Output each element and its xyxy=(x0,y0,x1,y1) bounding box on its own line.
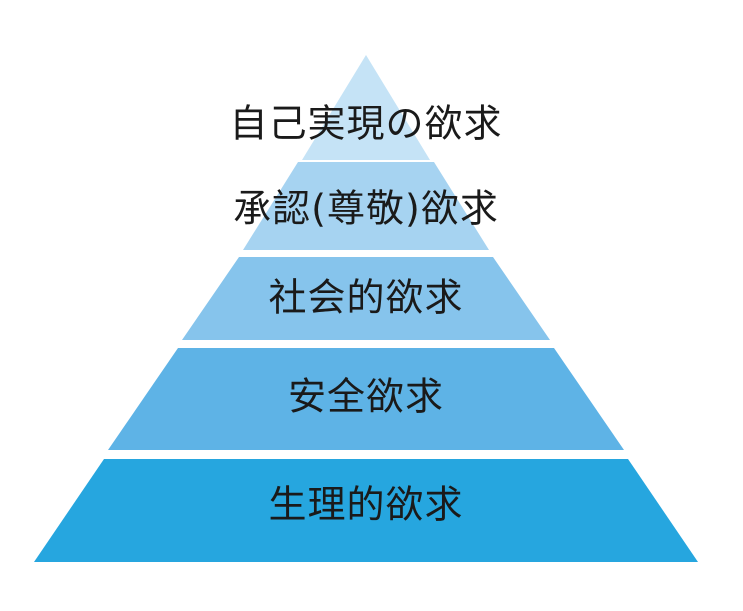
tier-shape xyxy=(108,348,624,450)
tier-label: 生理的欲求 xyxy=(268,483,463,527)
tier-label: 安全欲求 xyxy=(288,375,444,419)
tier-self-actualization: 自己実現の欲求 xyxy=(229,55,502,160)
tier-social: 社会的欲求 xyxy=(182,257,550,340)
tier-label: 承認(尊敬)欲求 xyxy=(233,187,499,231)
tier-shape xyxy=(302,55,430,160)
tier-label: 社会的欲求 xyxy=(268,276,463,320)
tier-physiological: 生理的欲求 xyxy=(34,459,698,562)
tier-shape xyxy=(34,459,698,562)
tier-shape xyxy=(243,162,489,250)
tier-safety: 安全欲求 xyxy=(108,348,624,450)
tier-shape xyxy=(182,257,550,340)
tier-esteem: 承認(尊敬)欲求 xyxy=(233,162,499,250)
tier-label: 自己実現の欲求 xyxy=(229,102,502,146)
